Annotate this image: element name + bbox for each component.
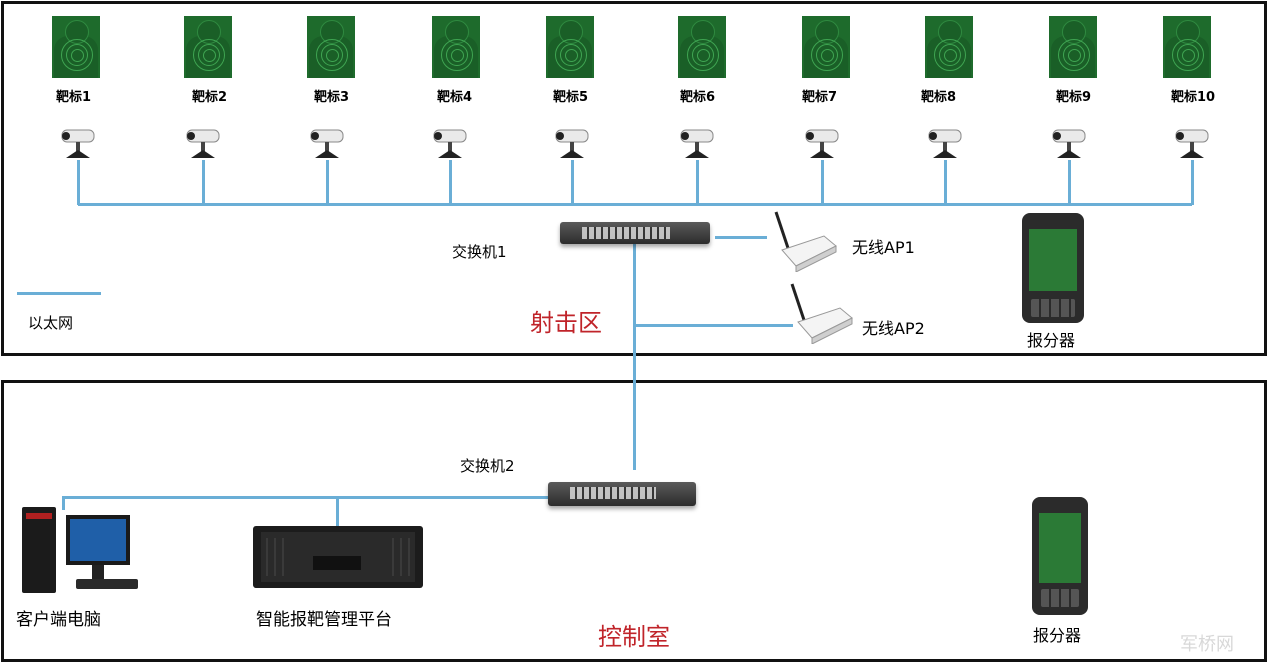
camera-drop-line <box>326 160 329 205</box>
camera-icon <box>1049 128 1089 162</box>
reporter1-label: 报分器 <box>1027 331 1076 350</box>
camera-icon <box>802 128 842 162</box>
target-label: 靶标3 <box>314 90 350 105</box>
target-icon <box>307 16 355 78</box>
camera-drop-line <box>1068 160 1071 205</box>
camera-icon <box>183 128 223 162</box>
pc-drop <box>62 496 65 510</box>
target-icon <box>546 16 594 78</box>
ethernet-legend-label: 以太网 <box>28 314 74 332</box>
target-icon <box>678 16 726 78</box>
switch1-label: 交换机1 <box>452 243 507 261</box>
camera-drop-line <box>1191 160 1194 205</box>
ap2-label: 无线AP2 <box>862 319 925 338</box>
camera-icon <box>552 128 592 162</box>
camera-drop-line <box>202 160 205 205</box>
target-label: 靶标10 <box>1171 90 1216 105</box>
camera-drop-line <box>571 160 574 205</box>
platform-label: 智能报靶管理平台 <box>256 610 392 630</box>
ethernet-legend-line <box>17 292 101 295</box>
target-label: 靶标9 <box>1056 90 1092 105</box>
target-icon <box>925 16 973 78</box>
camera-drop-line <box>696 160 699 205</box>
camera-drop-line <box>821 160 824 205</box>
target-label: 靶标8 <box>921 90 957 105</box>
target-icon <box>432 16 480 78</box>
target-label: 靶标2 <box>192 90 228 105</box>
control-bus-line <box>62 496 552 499</box>
switch1-ap2-link <box>633 324 793 327</box>
switch1-uplink <box>633 242 636 470</box>
camera-icon <box>307 128 347 162</box>
camera-drop-line <box>944 160 947 205</box>
camera-icon <box>430 128 470 162</box>
reporter2-label: 报分器 <box>1033 626 1082 645</box>
camera-icon <box>1172 128 1212 162</box>
watermark: 军桥网 <box>1180 634 1234 655</box>
shooting-zone-title: 射击区 <box>530 309 602 337</box>
client-pc-label: 客户端电脑 <box>16 610 101 630</box>
camera-drop-line <box>449 160 452 205</box>
score-reporter-icon <box>1022 213 1084 323</box>
wireless-ap-icon <box>774 211 837 272</box>
target-label: 靶标5 <box>553 90 589 105</box>
switch1-ap1-link <box>715 236 767 239</box>
ap1-label: 无线AP1 <box>852 238 915 257</box>
target-icon <box>52 16 100 78</box>
target-icon <box>1049 16 1097 78</box>
camera-bus-line <box>78 203 1192 206</box>
target-icon <box>802 16 850 78</box>
wireless-ap-icon <box>790 283 853 344</box>
switch1-icon <box>560 222 710 244</box>
target-label: 靶标4 <box>437 90 473 105</box>
target-label: 靶标6 <box>680 90 716 105</box>
camera-drop-line <box>77 160 80 205</box>
control-room-title: 控制室 <box>598 623 670 651</box>
platform-drop <box>336 496 339 528</box>
target-label: 靶标7 <box>802 90 838 105</box>
camera-icon <box>58 128 98 162</box>
switch2-label: 交换机2 <box>460 457 515 475</box>
switch2-icon <box>548 482 696 506</box>
server-platform-icon <box>253 526 423 588</box>
camera-icon <box>677 128 717 162</box>
target-icon <box>1163 16 1211 78</box>
score-reporter-icon <box>1032 497 1088 615</box>
target-icon <box>184 16 232 78</box>
camera-icon <box>925 128 965 162</box>
target-label: 靶标1 <box>56 90 92 105</box>
desktop-computer-icon <box>22 507 138 593</box>
